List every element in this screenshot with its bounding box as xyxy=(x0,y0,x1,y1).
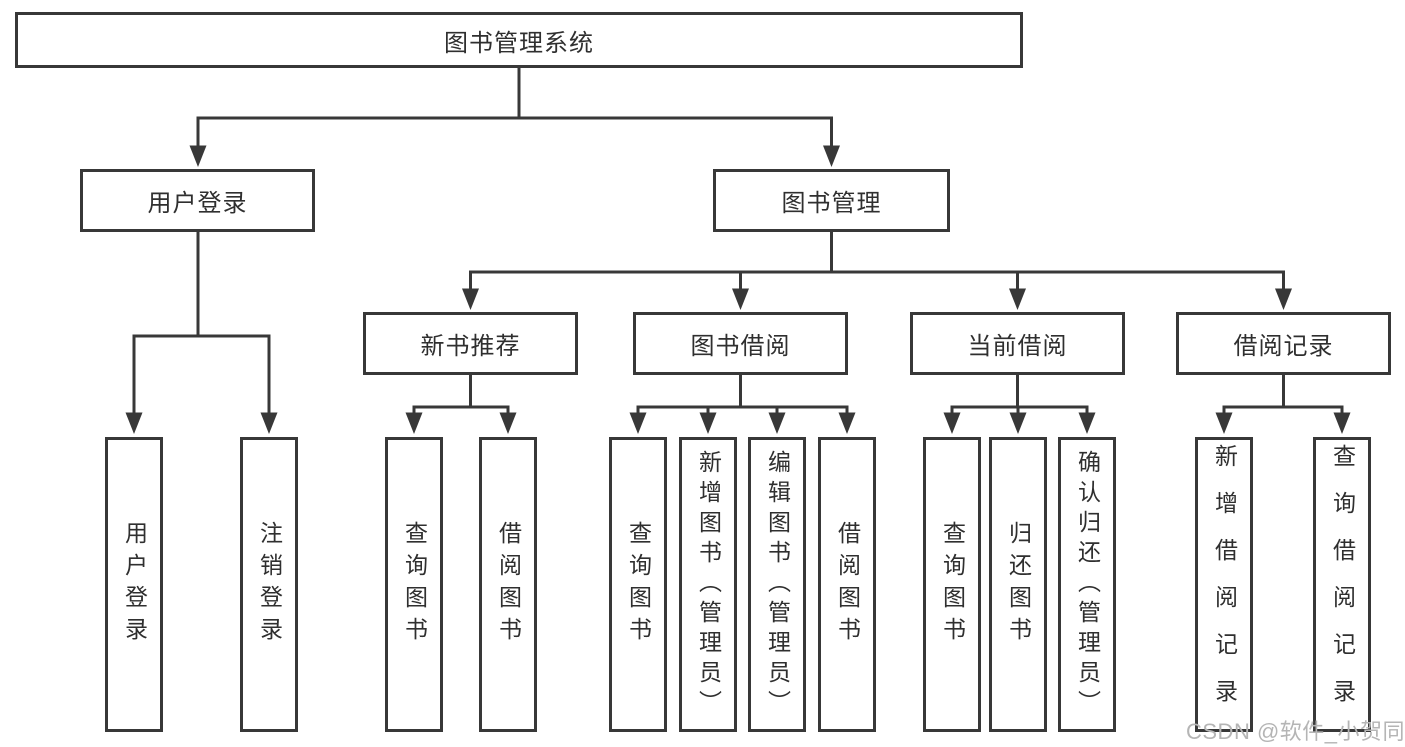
leaf-borrow-books-borrowing: 借阅图书 xyxy=(818,437,876,732)
leaf-label: 编辑图书（管理员） xyxy=(764,449,791,720)
node-user-login-branch: 用户登录 xyxy=(80,169,315,232)
node-label: 用户登录 xyxy=(147,190,248,217)
leaf-label: 新增借阅记录 xyxy=(1211,443,1238,726)
leaf-query-borrow-record: 查询借阅记录 xyxy=(1313,437,1371,732)
node-book-borrowing: 图书借阅 xyxy=(633,312,848,375)
leaf-label: 借阅图书 xyxy=(834,520,861,649)
node-new-book-recommendation: 新书推荐 xyxy=(363,312,578,375)
leaf-label: 查询借阅记录 xyxy=(1329,443,1356,726)
node-book-management-branch: 图书管理 xyxy=(713,169,950,232)
leaf-label: 新增图书（管理员） xyxy=(695,449,722,720)
leaf-add-borrow-record: 新增借阅记录 xyxy=(1195,437,1253,732)
csdn-watermark: CSDN @软件_小贺同学 xyxy=(1186,719,1405,744)
node-label: 图书借阅 xyxy=(690,333,791,360)
node-label: 图书管理 xyxy=(781,190,882,217)
leaf-confirm-return-admin: 确认归还（管理员） xyxy=(1058,437,1116,732)
leaf-query-books-recommend: 查询图书 xyxy=(385,437,443,732)
node-current-borrowing: 当前借阅 xyxy=(910,312,1125,375)
leaf-label: 借阅图书 xyxy=(495,520,522,649)
leaf-query-books-current: 查询图书 xyxy=(923,437,981,732)
leaf-borrow-books-recommend: 借阅图书 xyxy=(479,437,537,732)
leaf-label: 用户登录 xyxy=(121,520,148,649)
node-label: 借阅记录 xyxy=(1233,333,1334,360)
arrowhead-icons xyxy=(125,145,1351,434)
leaf-add-book-admin: 新增图书（管理员） xyxy=(679,437,737,732)
leaf-edit-book-admin: 编辑图书（管理员） xyxy=(748,437,806,732)
leaf-label: 查询图书 xyxy=(401,520,428,649)
leaf-label: 查询图书 xyxy=(625,520,652,649)
node-label: 图书管理系统 xyxy=(444,29,594,57)
node-label: 新书推荐 xyxy=(420,333,521,360)
leaf-user-login: 用户登录 xyxy=(105,437,163,732)
node-borrowing-records: 借阅记录 xyxy=(1176,312,1391,375)
node-library-management-system: 图书管理系统 xyxy=(15,12,1023,68)
node-label: 当前借阅 xyxy=(967,333,1068,360)
leaf-label: 确认归还（管理员） xyxy=(1074,449,1101,720)
leaf-return-book: 归还图书 xyxy=(989,437,1047,732)
leaf-label: 归还图书 xyxy=(1005,520,1032,649)
leaf-label: 注销登录 xyxy=(256,520,283,649)
leaf-label: 查询图书 xyxy=(939,520,966,649)
leaf-query-books-borrowing: 查询图书 xyxy=(609,437,667,732)
leaf-logout: 注销登录 xyxy=(240,437,298,732)
